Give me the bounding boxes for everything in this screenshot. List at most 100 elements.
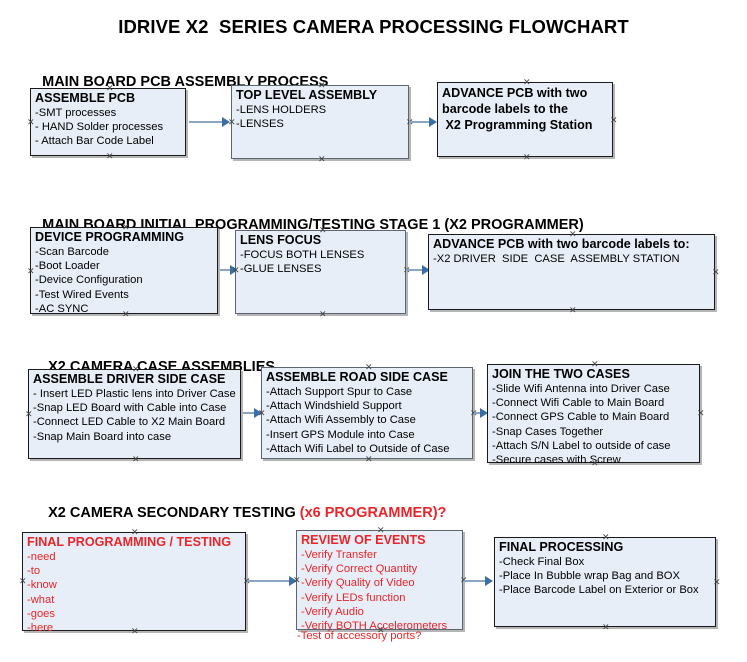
box-assemble-road-side-case[interactable]: ASSEMBLE ROAD SIDE CASE -Attach Support … <box>261 367 473 459</box>
box-line: -need <box>27 551 56 563</box>
resize-handle-top[interactable] <box>318 82 325 89</box>
arrowhead <box>429 117 437 127</box>
box-assemble-driver-side-case[interactable]: ASSEMBLE DRIVER SIDE CASE - Insert LED P… <box>28 369 241 459</box>
box-line: -Connect LED Cable to X2 Main Board <box>33 416 226 429</box>
box-title: TOP LEVEL ASSEMBLY <box>236 88 378 102</box>
box-line: -Place Barcode Label on Exterior or Box <box>499 584 699 597</box>
box-top-level-assembly[interactable]: TOP LEVEL ASSEMBLY -LENS HOLDERS -LENSES <box>231 85 409 159</box>
resize-handle-bottom[interactable] <box>319 311 326 318</box>
box-title: DEVICE PROGRAMMING <box>35 230 185 244</box>
box-review-of-events[interactable]: REVIEW OF EVENTS -Verify Transfer -Verif… <box>293 527 463 632</box>
box-line: -Attach S/N Label to outside of case <box>492 439 671 452</box>
resize-handle-top[interactable] <box>131 529 138 536</box>
resize-handle-right[interactable] <box>610 117 617 124</box>
resize-handle-top[interactable] <box>122 224 129 231</box>
box-title: ADVANCE PCB with two barcode labels to: <box>433 237 690 251</box>
box-lens-focus[interactable]: LENS FOCUS -FOCUS BOTH LENSES -GLUE LENS… <box>235 230 406 314</box>
connector-top-level-to-advance-pcb <box>409 121 433 123</box>
resize-handle-right[interactable] <box>713 579 720 586</box>
box-title: LENS FOCUS <box>240 233 322 247</box>
resize-handle-bottom[interactable] <box>106 153 113 160</box>
box-title: ASSEMBLE ROAD SIDE CASE <box>266 370 448 384</box>
resize-handle-bottom[interactable] <box>569 307 576 314</box>
box-line: -goes <box>27 607 55 620</box>
resize-handle-left[interactable] <box>25 411 32 418</box>
resize-handle-left[interactable] <box>293 577 300 584</box>
box-title: FINAL PROGRAMMING / TESTING <box>27 535 232 549</box>
resize-handle-right[interactable] <box>712 269 719 276</box>
box-title: ASSEMBLE PCB <box>35 91 136 105</box>
box-line: -Snap LED Board with Cable into Case <box>33 402 227 415</box>
box-line: -here <box>27 622 54 635</box>
box-line: -Scan Barcode <box>35 246 110 258</box>
section-heading-x2-camera-secondary-testing: X2 CAMERA SECONDARY TESTING (x6 PROGRAMM… <box>32 489 446 537</box>
box-line: -Place In Bubble wrap Bag and BOX <box>499 570 680 583</box>
resize-handle-top[interactable] <box>365 364 372 371</box>
box-line: -Snap Cases Together <box>492 425 604 438</box>
box-line: -Test Wired Events <box>35 288 129 301</box>
box-line: -Verify Transfer <box>301 549 377 561</box>
box-line: -X2 DRIVER SIDE CASE ASSEMBLY STATION <box>433 253 680 265</box>
arrowhead <box>422 265 430 275</box>
box-final-processing[interactable]: FINAL PROCESSING -Check Final Box -Place… <box>494 537 716 627</box>
box-line: - Insert LED Plastic lens into Driver Ca… <box>33 388 236 400</box>
arrowhead <box>480 408 488 418</box>
box-line: -AC SYNC <box>35 302 89 315</box>
box-line: -Attach Windshield Support <box>266 400 402 413</box>
resize-handle-right[interactable] <box>697 410 704 417</box>
resize-handle-left[interactable] <box>232 267 239 274</box>
resize-handle-left[interactable] <box>19 578 26 585</box>
box-line: -LENS HOLDERS <box>236 104 327 116</box>
box-line: -LENSES <box>236 118 284 131</box>
box-line: -Slide Wifi Antenna into Driver Case <box>492 383 670 395</box>
resize-handle-top[interactable] <box>591 361 598 368</box>
box-title: JOIN THE TWO CASES <box>492 367 630 381</box>
box-line: -SMT processes <box>35 107 117 119</box>
resize-handle-top[interactable] <box>602 534 609 541</box>
connector-device-programming-to-lens-focus <box>220 269 236 271</box>
resize-handle-top[interactable] <box>319 227 326 234</box>
box-join-the-two-cases[interactable]: JOIN THE TWO CASES -Slide Wifi Antenna i… <box>487 361 700 466</box>
box-title: ASSEMBLE DRIVER SIDE CASE <box>33 372 226 386</box>
box-title: ADVANCE PCB with two barcode labels to t… <box>442 86 593 132</box>
resize-handle-top[interactable] <box>377 527 384 534</box>
box-line: -Snap Main Board into case <box>33 430 172 443</box>
resize-handle-left[interactable] <box>258 410 265 417</box>
box-line: -Verify Audio <box>301 605 364 618</box>
box-line: - HAND Solder processes <box>35 121 164 134</box>
box-line: -Device Configuration <box>35 274 143 287</box>
resize-handle-bottom[interactable] <box>131 628 138 635</box>
box-line: -Check Final Box <box>499 556 585 568</box>
box-final-programming-testing[interactable]: FINAL PROGRAMMING / TESTING -need -to -k… <box>19 529 246 634</box>
resize-handle-bottom[interactable] <box>318 156 325 163</box>
box-assemble-pcb[interactable]: ASSEMBLE PCB -SMT processes - HAND Solde… <box>30 88 186 156</box>
page-title: IDRIVE X2 SERIES CAMERA PROCESSING FLOWC… <box>118 16 629 37</box>
box-device-programming[interactable]: DEVICE PROGRAMMING -Scan Barcode -Boot L… <box>27 224 218 315</box>
resize-handle-left[interactable] <box>27 268 34 275</box>
box-line: -to <box>27 565 41 578</box>
section-heading-accent: (x6 PROGRAMMER)? <box>299 505 447 521</box>
box-title: REVIEW OF EVENTS <box>301 533 426 547</box>
box-line: - Attach Bar Code Label <box>35 135 154 148</box>
resize-handle-top[interactable] <box>523 79 530 86</box>
resize-handle-bottom[interactable] <box>122 311 129 318</box>
resize-handle-left[interactable] <box>228 119 235 126</box>
resize-handle-top[interactable] <box>569 231 576 238</box>
resize-handle-top[interactable] <box>132 366 139 373</box>
resize-handle-top[interactable] <box>106 85 113 92</box>
section-heading-text: X2 CAMERA SECONDARY TESTING <box>48 505 300 521</box>
resize-handle-bottom[interactable] <box>132 456 139 463</box>
resize-handle-left[interactable] <box>27 119 34 126</box>
resize-handle-bottom[interactable] <box>602 624 609 631</box>
box-advance-pcb-to-driver-side-case[interactable]: ADVANCE PCB with two barcode labels to: … <box>428 234 715 310</box>
box-line: -know <box>27 579 57 592</box>
box-line: -Verify Correct Quantity <box>301 563 418 576</box>
resize-handle-bottom[interactable] <box>523 154 530 161</box>
box-advance-pcb-to-x2-programming-station[interactable]: ADVANCE PCB with two barcode labels to t… <box>437 82 613 157</box>
resize-handle-bottom[interactable] <box>591 460 598 467</box>
box-title: FINAL PROCESSING <box>499 540 624 554</box>
box-line: -Attach Support Spur to Case <box>266 386 413 398</box>
connector-driver-case-to-road-case <box>243 412 260 414</box>
resize-handle-bottom[interactable] <box>365 456 372 463</box>
box-line: -Attach Wifi Label to Outside of Case <box>266 442 450 455</box>
